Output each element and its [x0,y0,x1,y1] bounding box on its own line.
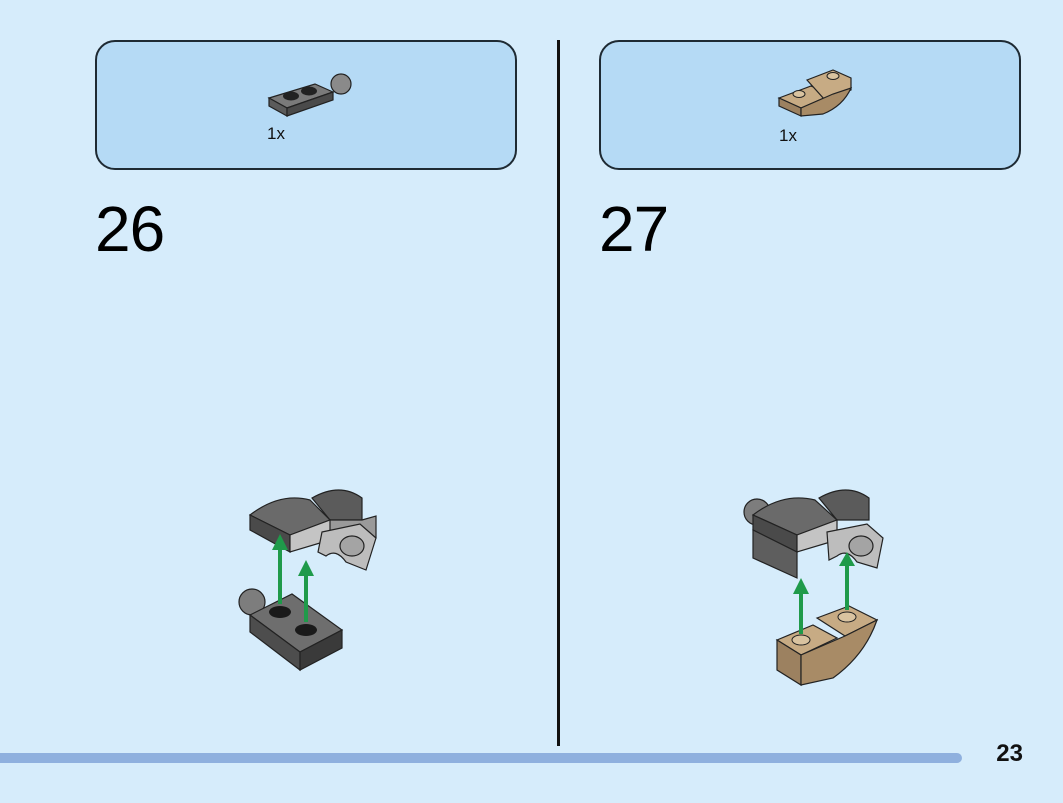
build-illustration [743,489,884,687]
step-26: 1x 26 [0,0,531,750]
part-quantity: 1x [779,126,797,145]
build-illustration [238,489,377,672]
dark-grey-plate-with-ball-icon [267,73,352,118]
parts-callout: 1x [95,40,517,170]
page-number: 23 [996,740,1023,767]
step-27: 1x 27 [532,0,1063,750]
step-number: 26 [95,193,165,265]
progress-bar [0,753,962,763]
tan-inverted-curved-slope-icon [777,69,853,117]
step-divider [557,40,560,746]
part-quantity: 1x [267,124,285,143]
step-number: 27 [599,193,669,265]
parts-callout: 1x [599,40,1021,170]
